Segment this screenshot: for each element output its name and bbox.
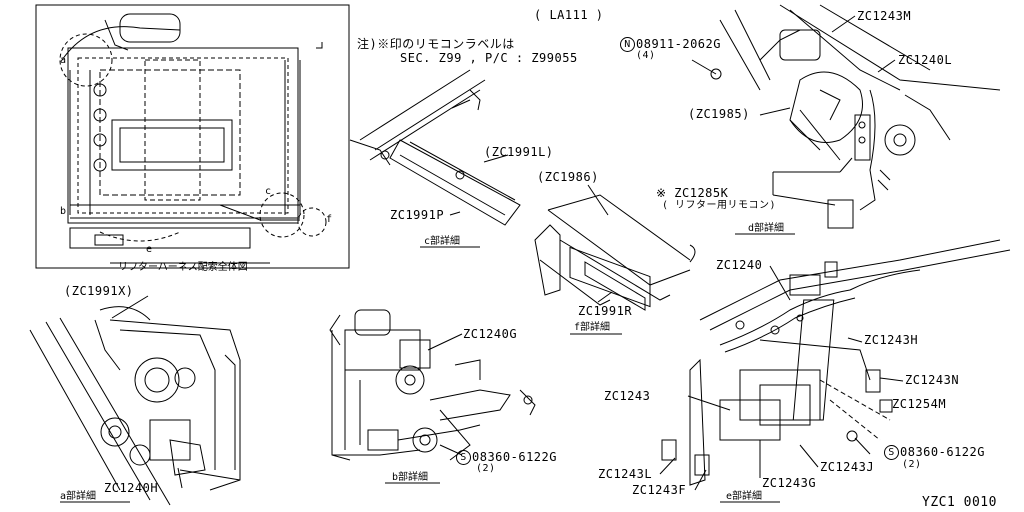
part-zc1285k-sublabel: ( リフター用リモコン) bbox=[662, 200, 777, 211]
part-zc1991p-label: ZC1991P bbox=[390, 208, 445, 222]
part-zc1285k-label: ※ ZC1285K bbox=[656, 186, 729, 200]
overview-caption: リフターハーネス配索全体図 bbox=[118, 262, 248, 273]
part-zc1991r-label: ZC1991R bbox=[578, 304, 633, 318]
detail-a-illustration bbox=[29, 306, 241, 506]
part-zc1240l-label: ZC1240L bbox=[898, 53, 953, 67]
part-zc1240g-label: ZC1240G bbox=[463, 327, 518, 341]
part-zc1254m-label: ZC1254M bbox=[892, 397, 947, 411]
part-zc1240h-label: ZC1240H bbox=[104, 481, 159, 495]
part-zc1243-label: ZC1243 bbox=[604, 389, 651, 403]
detail-c-caption: c部詳細 bbox=[424, 236, 461, 247]
detail-d-illustration bbox=[710, 4, 1001, 229]
nut-symbol-icon: N bbox=[620, 37, 635, 52]
overview-marker-b: b bbox=[60, 206, 67, 217]
overview-marker-e: e bbox=[146, 244, 153, 255]
detail-e-caption: e部詳細 bbox=[726, 491, 763, 502]
part-zc1986-label: (ZC1986) bbox=[537, 170, 599, 184]
part-zc1243j-label: ZC1243J bbox=[820, 460, 875, 474]
detail-f-illustration bbox=[534, 194, 696, 311]
bolt-symbol-icon: S bbox=[456, 450, 471, 465]
part-zc1991l-label: (ZC1991L) bbox=[484, 145, 554, 159]
detail-a-caption: a部詳細 bbox=[60, 491, 97, 502]
overview-marker-c: c bbox=[265, 186, 272, 197]
part-zc1243h-label: ZC1243H bbox=[864, 333, 919, 347]
part-bolt-b-qty: (2) bbox=[476, 463, 496, 474]
bolt-b-number: 08360-6122G bbox=[472, 450, 557, 464]
part-bolt-e-qty: (2) bbox=[902, 459, 922, 470]
remote-label-note-line1: 注)※印のリモコンラベルは bbox=[357, 37, 515, 51]
overview-marker-f: f bbox=[326, 214, 333, 225]
figure-id-label: YZC1 0010 bbox=[922, 495, 997, 510]
bolt-e-number: 08360-6122G bbox=[900, 445, 985, 459]
part-zc1243l-label: ZC1243L bbox=[598, 467, 653, 481]
overview-frame bbox=[35, 4, 350, 269]
remote-label-note-line2: SEC. Z99 , P/C : Z99055 bbox=[400, 51, 578, 65]
part-zc1243f-label: ZC1243F bbox=[632, 483, 687, 497]
model-code-label: ( LA111 ) bbox=[534, 8, 604, 22]
part-zc1243g-label: ZC1243G bbox=[762, 476, 817, 490]
part-zc1243m-label: ZC1243M bbox=[857, 9, 912, 23]
detail-d-caption: d部詳細 bbox=[748, 223, 785, 234]
part-zc1985-label: (ZC1985) bbox=[688, 107, 750, 121]
part-zc1240-label: ZC1240 bbox=[716, 258, 763, 272]
detail-f-caption: f部詳細 bbox=[574, 322, 611, 333]
detail-c-illustration bbox=[349, 69, 521, 226]
overview-truck-illustration bbox=[59, 13, 327, 249]
part-zc1243n-label: ZC1243N bbox=[905, 373, 960, 387]
detail-e-illustration bbox=[661, 239, 1011, 486]
detail-b-illustration bbox=[329, 309, 536, 461]
overview-marker-a: a bbox=[60, 55, 67, 66]
part-zc1991x-label: (ZC1991X) bbox=[64, 284, 134, 298]
part-nut-d-qty: (4) bbox=[636, 50, 656, 61]
nut-d-number: 08911-2062G bbox=[636, 37, 721, 51]
bolt-symbol-icon: S bbox=[884, 445, 899, 460]
detail-b-caption: b部詳細 bbox=[392, 472, 429, 483]
